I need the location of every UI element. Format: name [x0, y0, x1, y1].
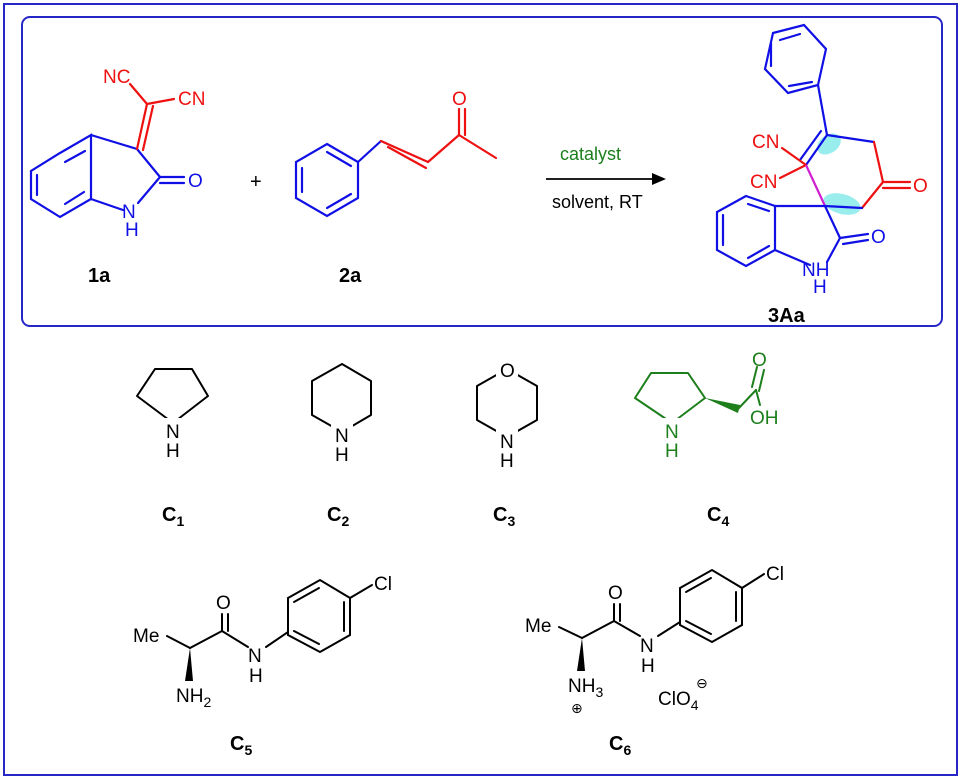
- c1-n: N: [166, 422, 180, 443]
- c6-nh-n: N: [640, 636, 654, 657]
- c6-nh3: NH3: [568, 676, 603, 700]
- label-1a: 1a: [88, 265, 111, 287]
- oxygen-label: O: [188, 171, 203, 192]
- catalyst-c1: N H C1: [136, 368, 209, 529]
- c4-oh: OH: [750, 408, 779, 429]
- nc-left-label: NC: [103, 67, 130, 88]
- reactant-1a: NC CN O N H 1a: [29, 67, 205, 287]
- c5-cl: Cl: [374, 574, 392, 595]
- product-nh: NH: [802, 260, 829, 281]
- condition-catalyst: catalyst: [560, 144, 621, 164]
- condition-solvent: solvent, RT: [552, 192, 643, 212]
- c3-o: O: [500, 361, 515, 382]
- catalyst-c3: O N H C3: [476, 361, 538, 529]
- nitrogen-label: N: [122, 202, 136, 223]
- c6-me: Me: [525, 616, 551, 637]
- catalyst-c5: Me O N H Cl NH2 C5: [133, 574, 392, 758]
- c6-cl: Cl: [766, 564, 784, 585]
- product-cn-bottom: CN: [750, 172, 777, 193]
- product-3Aa: CN CN O O NH H 3Aa: [715, 23, 928, 327]
- cn-right-label: CN: [178, 89, 205, 110]
- c4-label: C4: [707, 504, 729, 529]
- catalyst-c4: N H O OH C4: [634, 350, 779, 529]
- c6-perchlorate: ClO4: [658, 689, 699, 713]
- label-2a: 2a: [339, 265, 362, 287]
- label-3Aa: 3Aa: [768, 305, 806, 327]
- hydrogen-label: H: [125, 220, 139, 241]
- c3-h: H: [500, 451, 514, 472]
- c5-nh-n: N: [248, 646, 262, 667]
- catalyst-c6: Me O N H Cl NH3 ⊕ ClO4 ⊖ C6: [525, 564, 784, 758]
- product-lactam-o: O: [871, 227, 886, 248]
- c5-label: C5: [230, 733, 252, 758]
- c2-label: C2: [327, 504, 349, 529]
- c1-label: C1: [162, 504, 184, 529]
- c2-n: N: [335, 426, 349, 447]
- c5-nh2: NH2: [176, 686, 211, 710]
- c6-label: C6: [609, 733, 631, 758]
- c3-label: C3: [493, 504, 515, 529]
- c3-n: N: [500, 432, 514, 453]
- outer-frame: [3, 3, 958, 776]
- c5-me: Me: [133, 626, 159, 647]
- c6-plus-charge: ⊕: [571, 701, 583, 717]
- c2-h: H: [335, 445, 349, 466]
- product-ketone-o: O: [913, 176, 928, 197]
- highlight-spiro: [823, 193, 861, 215]
- c4-o: O: [752, 350, 767, 371]
- c1-h: H: [166, 441, 180, 462]
- c6-o: O: [608, 583, 623, 604]
- reaction-arrow: [546, 173, 666, 185]
- reaction-box: [21, 16, 943, 327]
- c5-o: O: [216, 593, 231, 614]
- ketone-oxygen-label: O: [452, 89, 467, 110]
- c5-nh-h: H: [249, 666, 263, 687]
- product-cn-top: CN: [752, 132, 779, 153]
- new-bond: [805, 164, 826, 207]
- reactant-2a: O 2a: [294, 89, 498, 287]
- product-h: H: [813, 277, 827, 298]
- c4-h: H: [665, 441, 679, 462]
- c6-nh-h: H: [641, 656, 655, 677]
- c4-n: N: [665, 422, 679, 443]
- catalyst-c2: N H C2: [311, 363, 372, 529]
- plus-sign: +: [250, 171, 262, 193]
- c6-minus-charge: ⊖: [696, 676, 708, 692]
